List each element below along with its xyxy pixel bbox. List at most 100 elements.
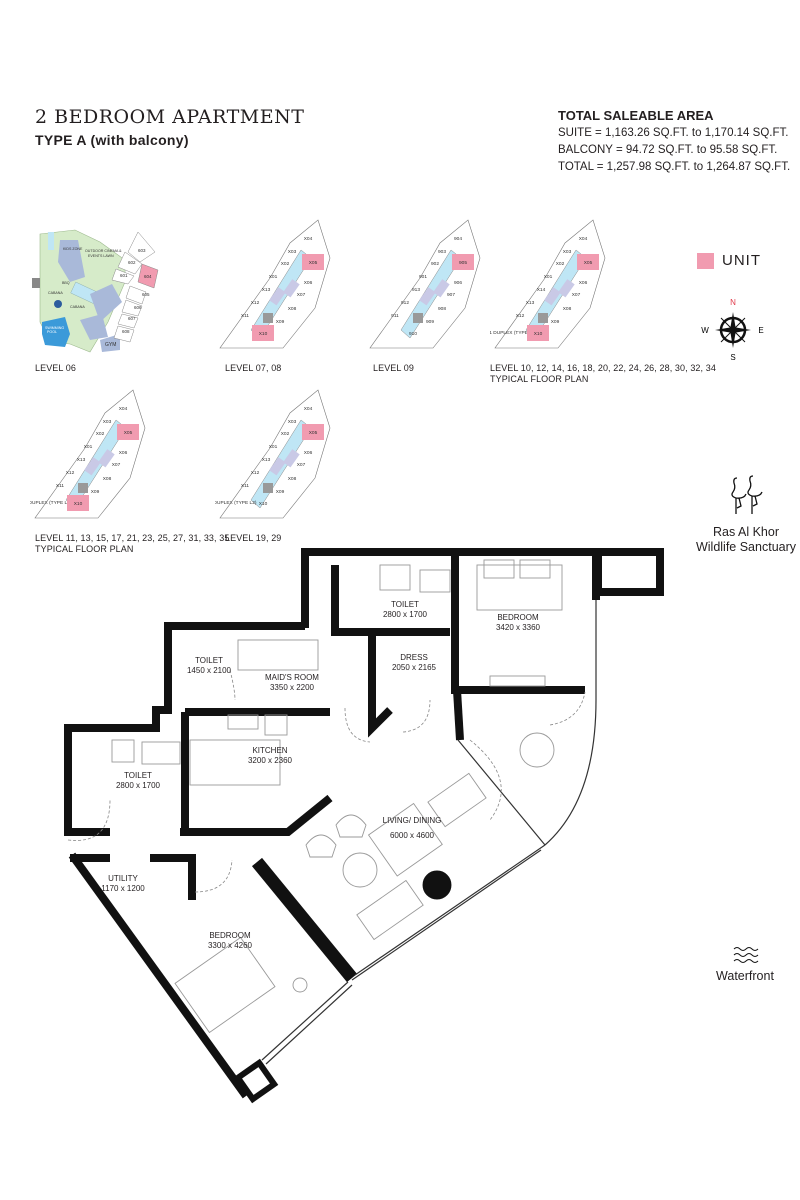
unit-label: X10 (74, 501, 83, 507)
unit-legend-label: UNIT (722, 252, 761, 269)
unit-label: 903 (438, 249, 446, 255)
unit-label: 907 (447, 292, 455, 298)
unit-label: X03 (288, 419, 297, 425)
unit-602: 602 (128, 260, 136, 265)
keyplan-2: X04X03X05X02X01X06X14X07X13X08X12X09X11 … (490, 219, 606, 349)
door-swings (67, 669, 586, 893)
unit-label: X01 (84, 444, 93, 450)
unit-label: X10 (259, 331, 268, 337)
unit-label: X13 (262, 457, 271, 463)
unit-label: X08 (103, 476, 112, 482)
room-labels: TOILET 2800 x 1700 BEDROOM 3420 x 3360 T… (101, 600, 540, 950)
highlighted-unit (577, 254, 599, 270)
unit-label: X07 (112, 462, 121, 468)
amenity-cabana-2: CABANA (70, 305, 85, 309)
unit-label: X01 (544, 274, 553, 280)
room-kitchen-size: 3200 x 2360 (248, 756, 293, 765)
unit-label: X05 (309, 260, 318, 266)
unit-type: TYPE A (with balcony) (35, 132, 189, 148)
unit-label: X06 (304, 280, 313, 286)
unit-label: X12 (251, 470, 260, 476)
unit-label: X08 (288, 306, 297, 312)
sanctuary-line1: Ras Al Khor (712, 525, 779, 539)
unit-label: X02 (556, 261, 565, 267)
unit-label: X04 (579, 236, 588, 242)
unit-label: 904 (454, 236, 462, 242)
compass-s: S (730, 353, 735, 362)
room-toilet-maid-size: 1450 x 2100 (187, 666, 232, 675)
unit-label: X12 (516, 313, 525, 319)
unit-604: 604 (144, 274, 152, 279)
page-title: 2 BEDROOM APARTMENT (35, 106, 305, 128)
room-living-size: 6000 x 4600 (390, 831, 435, 840)
unit-label: X08 (288, 476, 297, 482)
keyplan-4: X04X03X05X02X01X06X13X07X12X08X11X09DUPL… (215, 389, 331, 519)
level-06-caption: LEVEL 06 (35, 363, 76, 373)
unit-label: X01 (269, 274, 278, 280)
unit-label: X06 (119, 450, 128, 456)
amenity-cinema: OUTDOOR CINEMA & (85, 249, 122, 253)
caption-line1: LEVEL 09 (373, 363, 414, 373)
keyplan-caption: LEVEL 19, 29 (225, 533, 281, 544)
unit-label: X10 (259, 501, 268, 507)
unit-label: X06 (579, 280, 588, 286)
unit-label: X13 (526, 300, 535, 306)
room-bedroom-master-size: 3420 x 3360 (496, 623, 541, 632)
room-living: LIVING/ DINING (383, 816, 442, 825)
unit-label: 912 (401, 300, 409, 306)
area-total: TOTAL = 1,257.98 SQ.FT. to 1,264.87 SQ.F… (558, 161, 791, 173)
room-toilet-left-size: 2800 x 1700 (116, 781, 161, 790)
furniture (111, 559, 563, 1034)
glazing (261, 600, 597, 1065)
unit-606: 606 (134, 305, 142, 310)
unit-label: 905 (459, 260, 467, 266)
area-heading: TOTAL SALEABLE AREA (558, 108, 714, 123)
unit-label: X02 (281, 431, 290, 437)
unit-label: X08 (563, 306, 572, 312)
unit-label: X03 (563, 249, 572, 255)
unit-label: X11 (241, 483, 250, 489)
waterfront-label: Waterfront (716, 969, 774, 983)
room-dress: DRESS (400, 653, 428, 662)
unit-label: X10 (534, 331, 543, 337)
keyplan-caption: LEVEL 11, 13, 15, 17, 21, 23, 25, 27, 31… (35, 533, 229, 555)
room-bedroom-2: BEDROOM (209, 931, 251, 940)
unit-label: X05 (309, 430, 318, 436)
unit-label: X04 (119, 406, 128, 412)
room-toilet-maid: TOILET (195, 656, 223, 665)
compass-icon: N S W E (701, 298, 763, 362)
walls (64, 548, 664, 1099)
amenity-labels: KIDS ZONE OUTDOOR CINEMA & EVENTS LAWN B… (45, 247, 122, 348)
room-maids: MAID'S ROOM (265, 673, 319, 682)
unit-605: 605 (142, 292, 150, 297)
sanctuary-label: Ras Al Khor Wildlife Sanctuary (690, 525, 800, 555)
unit-label: X02 (96, 431, 105, 437)
unit-label: X11 (56, 483, 65, 489)
amenity-cabana-1: CABANA (48, 291, 63, 295)
unit-607: 607 (128, 316, 136, 321)
unit-label: X09 (276, 319, 285, 325)
room-dress-size: 2050 x 2165 (392, 663, 437, 672)
unit-label: 906 (454, 280, 462, 286)
unit-label: X13 (77, 457, 86, 463)
unit-label: X11 (241, 313, 250, 319)
unit-label: X07 (297, 462, 306, 468)
unit-label: X03 (103, 419, 112, 425)
caption-line1: LEVEL 19, 29 (225, 533, 282, 543)
unit-label: X11 DUPLEX (TYPE L1) (490, 330, 537, 336)
unit-label: X12 (66, 470, 75, 476)
unit-label: X06 (304, 450, 313, 456)
unit-label: 913 (412, 287, 420, 293)
unit-label: X01 (269, 444, 278, 450)
unit-legend: UNIT (697, 252, 761, 269)
unit-label: X12 (251, 300, 260, 306)
room-bedroom-master: BEDROOM (497, 613, 539, 622)
unit-label: X07 (297, 292, 306, 298)
flamingo-icon (731, 475, 763, 514)
amenity-gym: GYM (105, 342, 116, 348)
amenity-pool-2: POOL (47, 330, 57, 334)
amenity-bbq: BBQ (62, 281, 70, 285)
